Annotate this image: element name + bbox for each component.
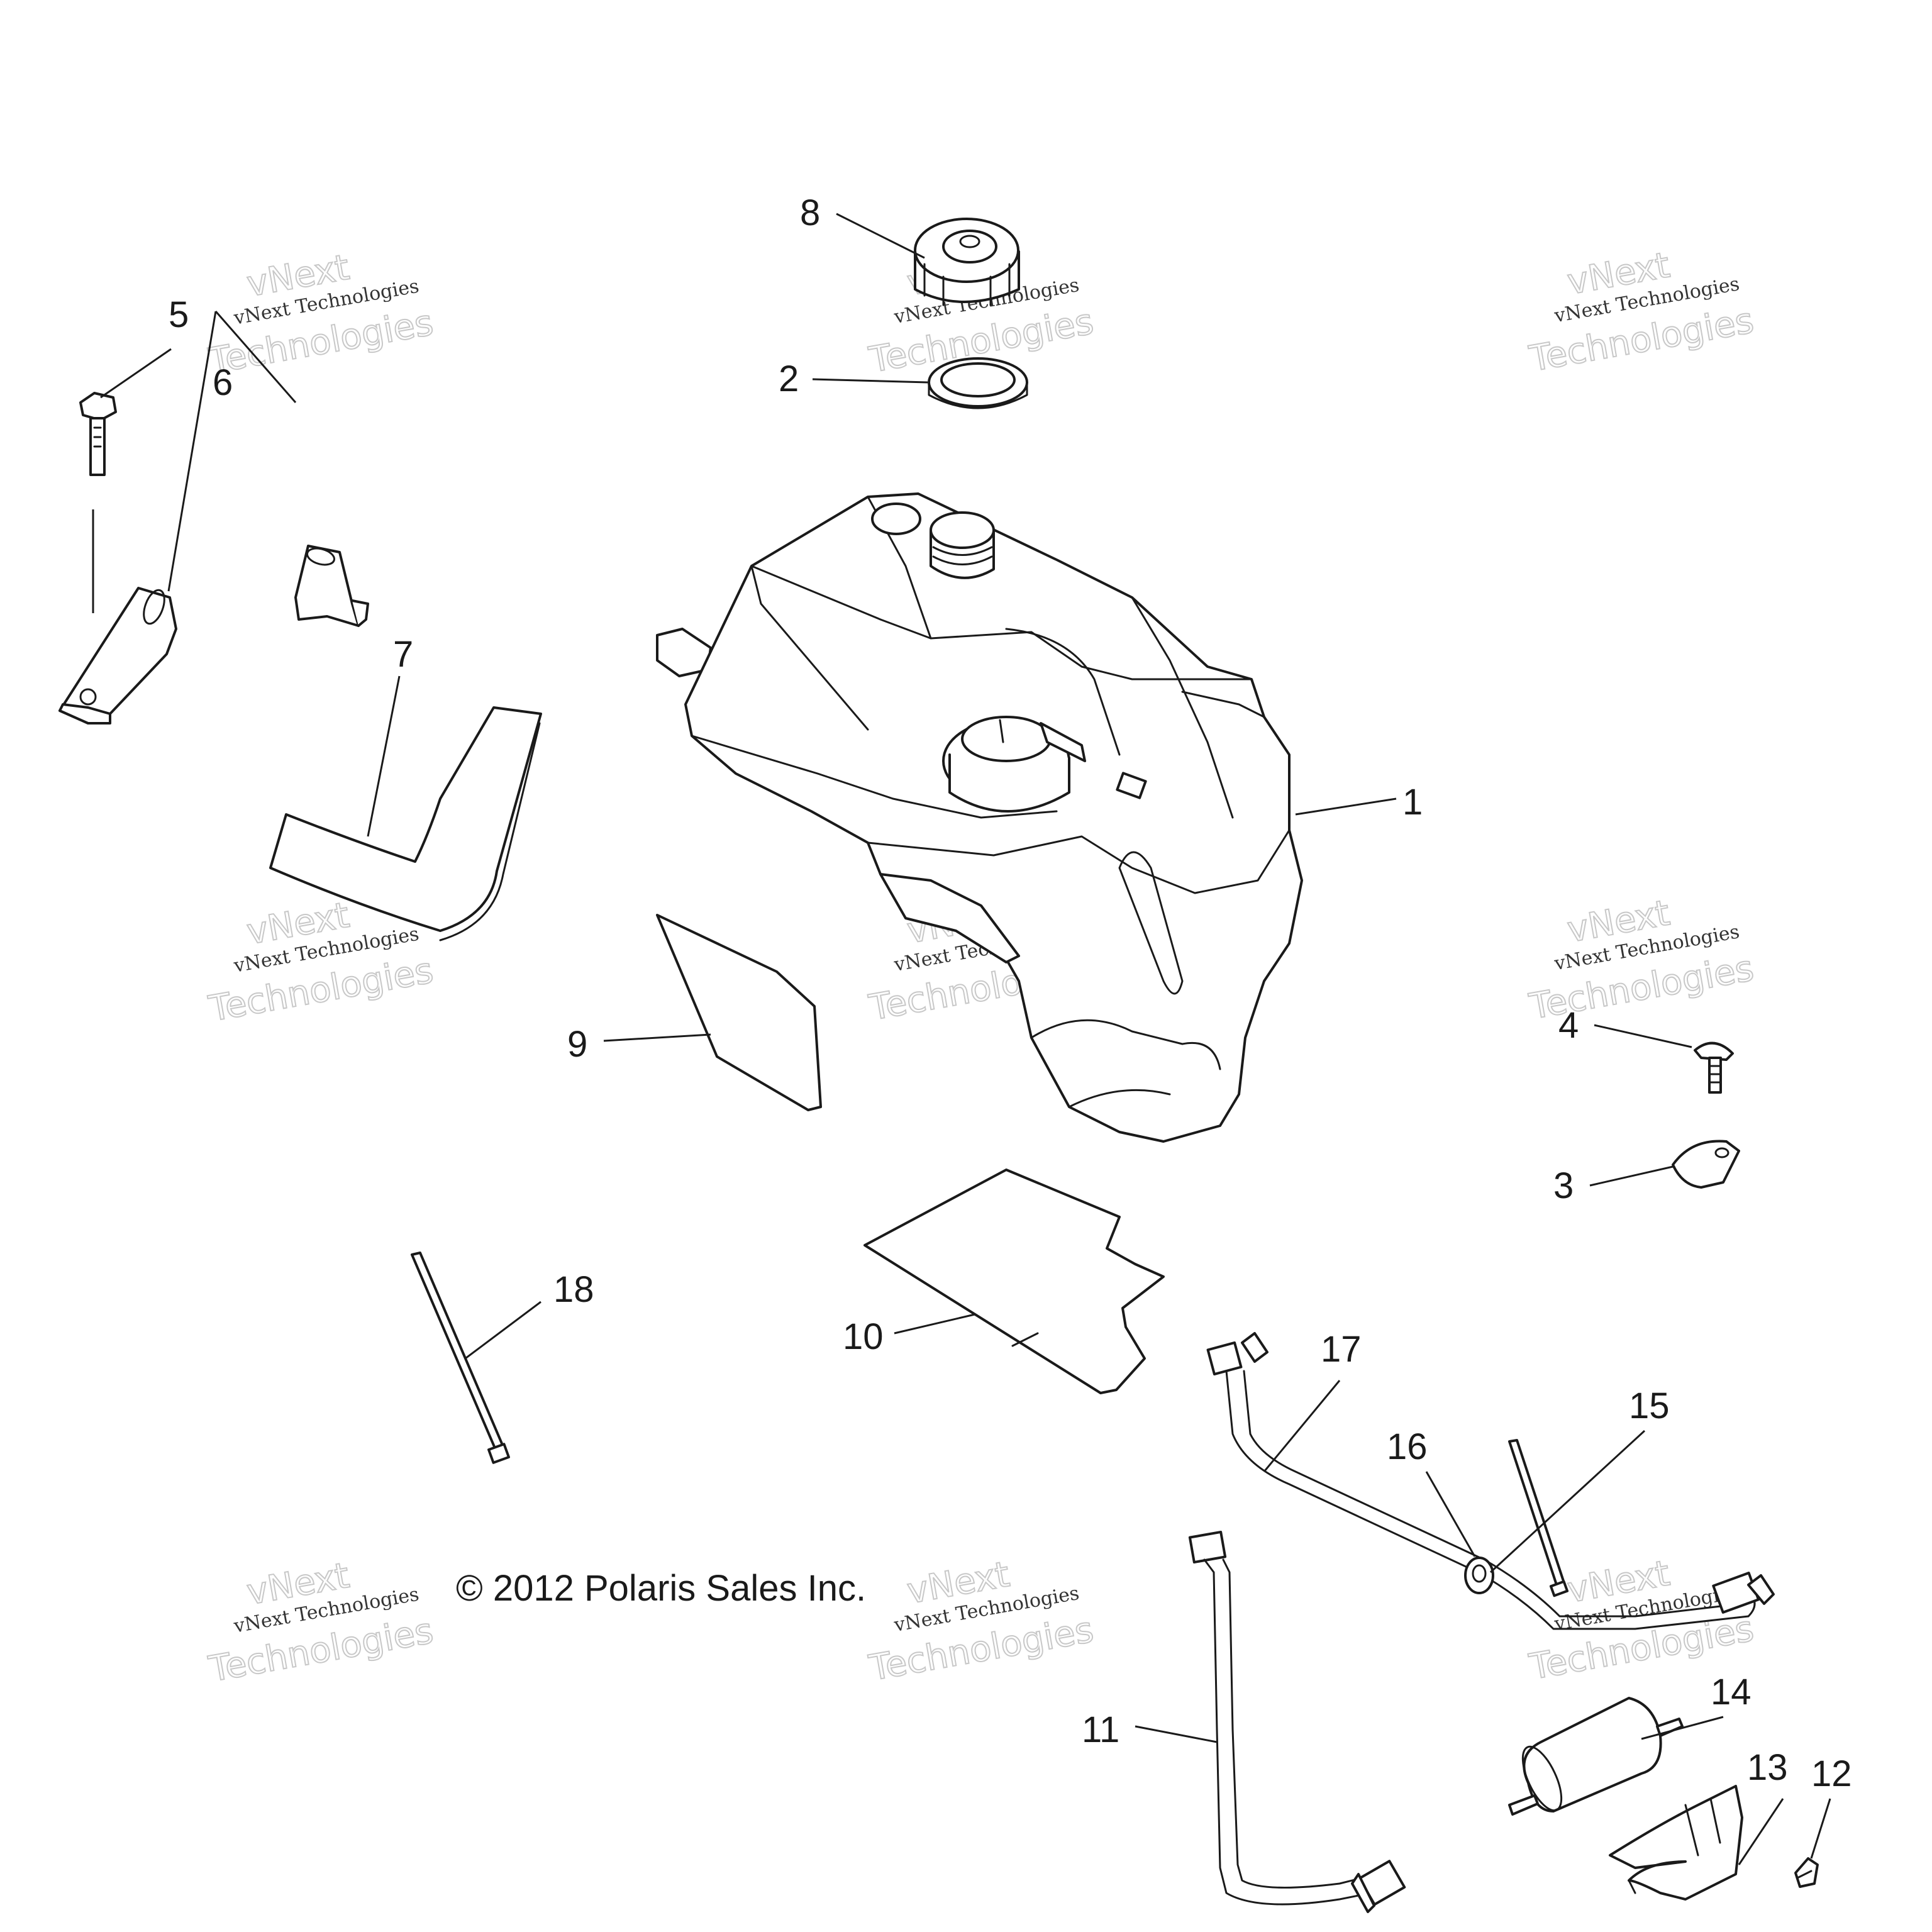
watermark-bottom-center: vNext vNext Technologies Technologies	[865, 1553, 1097, 1690]
leader-lines	[100, 213, 1831, 1865]
watermark-top-right: vNext vNext Technologies Technologies	[1526, 244, 1758, 380]
leader-15	[1489, 1430, 1646, 1574]
callout-2: 2	[779, 358, 799, 399]
watermark-mid-right: vNext vNext Technologies Technologies	[1526, 892, 1758, 1028]
leader-7	[367, 675, 401, 837]
copyright-notice: © 2012 Polaris Sales Inc.	[456, 1568, 866, 1609]
clip-part-3	[1672, 1140, 1740, 1189]
callout-5: 5	[169, 294, 189, 335]
callout-1: 1	[1402, 782, 1423, 823]
leader-12	[1810, 1798, 1831, 1859]
leader-17	[1263, 1380, 1341, 1472]
callout-18: 18	[553, 1269, 594, 1310]
gasket-ring-part-2	[928, 357, 1028, 409]
cable-tie-part-18	[411, 1252, 510, 1464]
callout-9: 9	[567, 1024, 587, 1065]
callout-14: 14	[1711, 1672, 1752, 1713]
leader-9	[603, 1033, 711, 1042]
leader-16	[1425, 1471, 1476, 1557]
bolt-part-5	[79, 392, 117, 476]
grommet-part-16	[1464, 1557, 1494, 1594]
fuel-filter-part-14	[1508, 1697, 1684, 1816]
watermark-top-left: vNext vNext Technologies Technologies	[205, 247, 437, 383]
callout-10: 10	[843, 1316, 884, 1357]
leader-6b	[167, 311, 217, 592]
leader-6a	[214, 311, 297, 403]
leader-5	[100, 348, 172, 399]
leader-2	[812, 378, 928, 384]
fuel-hose-part-11	[1188, 1530, 1406, 1913]
bracket-part-6-right	[294, 545, 369, 627]
callout-numbers: 1 2 3 4 5 6 7 8 9 10 11 12 13 14 15 16 1…	[169, 192, 1852, 1794]
pad-part-9	[656, 914, 822, 1111]
callout-6: 6	[213, 362, 233, 403]
leader-8	[836, 213, 925, 259]
leader-11	[1135, 1725, 1218, 1743]
callout-8: 8	[800, 192, 820, 233]
fuel-cap-part-8	[914, 218, 1020, 306]
leader-14	[1641, 1716, 1724, 1740]
callout-16: 16	[1387, 1426, 1428, 1467]
leader-1	[1295, 797, 1397, 816]
pad-part-10	[863, 1169, 1165, 1394]
fuel-tank-part-1	[656, 492, 1303, 1143]
callout-17: 17	[1321, 1329, 1362, 1370]
callout-15: 15	[1629, 1385, 1670, 1426]
screw-part-4	[1694, 1041, 1734, 1094]
screw-part-12	[1794, 1857, 1819, 1888]
leader-10	[894, 1313, 975, 1335]
callout-3: 3	[1553, 1165, 1574, 1206]
watermark-bottom-left: vNext vNext Technologies Technologies	[205, 1555, 437, 1691]
callout-13: 13	[1747, 1747, 1788, 1788]
l-pad-part-7	[269, 706, 542, 941]
leader-3	[1589, 1165, 1674, 1187]
callout-12: 12	[1811, 1753, 1852, 1794]
leader-13	[1738, 1798, 1784, 1865]
leader-4	[1594, 1024, 1692, 1048]
callout-7: 7	[393, 634, 413, 675]
callout-11: 11	[1082, 1709, 1119, 1750]
filter-bracket-part-13	[1609, 1785, 1743, 1901]
bracket-part-6-left	[58, 587, 177, 724]
callout-4: 4	[1558, 1005, 1579, 1046]
leader-18	[465, 1301, 541, 1360]
cable-tie-part-15	[1508, 1439, 1569, 1597]
